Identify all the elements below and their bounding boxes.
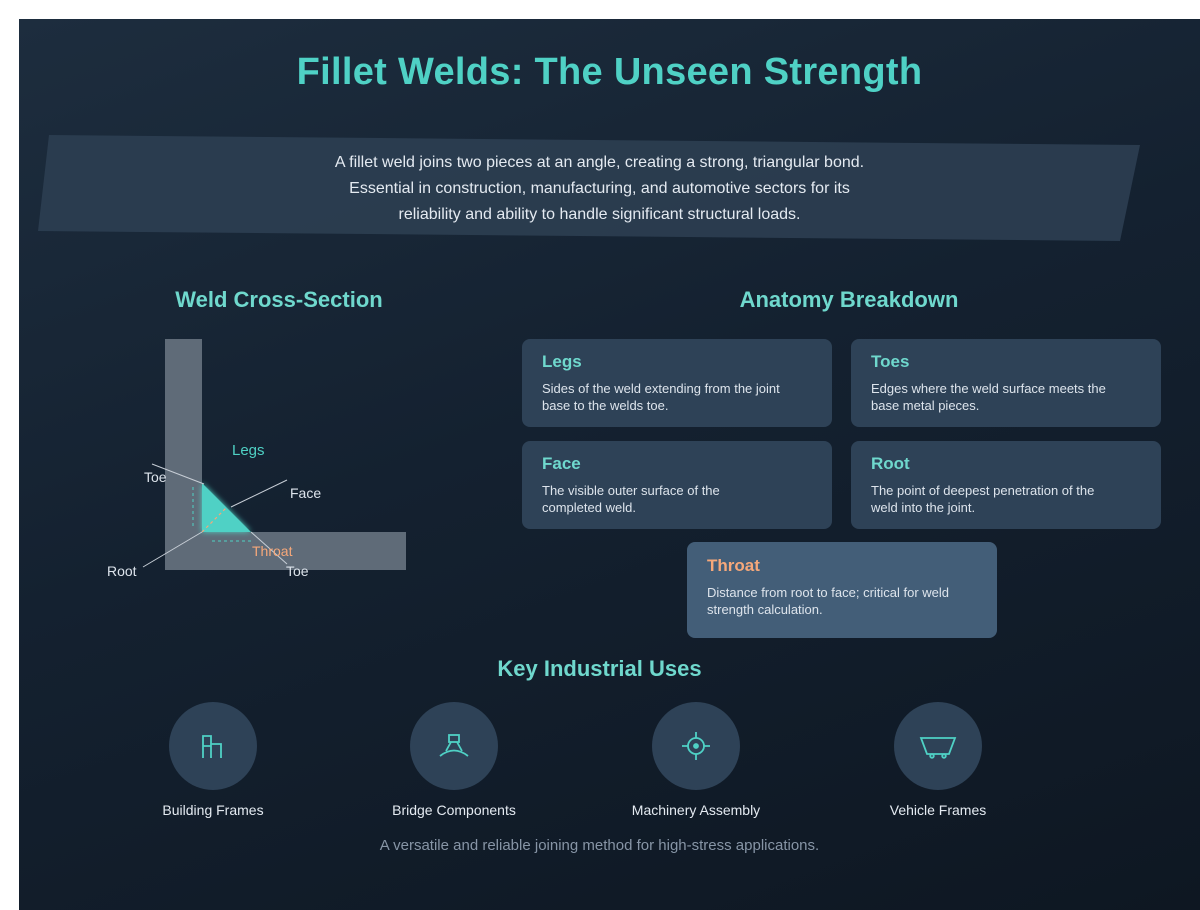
- card-description: The visible outer surface of the complet…: [542, 483, 720, 515]
- face-label: Face: [290, 485, 321, 501]
- toe-top-label: Toe: [144, 469, 167, 485]
- use-icon-circle: [894, 702, 982, 790]
- root-leader: [142, 531, 203, 568]
- anatomy-title: Anatomy Breakdown: [739, 287, 959, 312]
- intro-line: Essential in construction, manufacturing…: [349, 180, 850, 197]
- intro-line: A fillet weld joins two pieces at an ang…: [334, 154, 865, 171]
- use-bridge-components: Bridge Components: [364, 702, 544, 818]
- card-description: The point of deepest penetration of the …: [871, 483, 1095, 515]
- legs-label: Legs: [232, 442, 265, 459]
- use-label: Building Frames: [162, 802, 264, 818]
- industrial-uses: Building Frames Bridge Components Machin…: [19, 702, 1200, 822]
- anatomy-card-throat: Throat Distance from root to face; criti…: [687, 542, 997, 638]
- card-description: Sides of the weld extending from the joi…: [542, 381, 780, 413]
- intro-banner: [38, 135, 1140, 241]
- toe-bottom-label: Toe: [286, 563, 309, 579]
- weld-bead: [202, 483, 251, 532]
- use-label: Bridge Components: [392, 802, 516, 818]
- intro-line: reliability and ability to handle signif…: [398, 206, 801, 223]
- use-label: Machinery Assembly: [631, 802, 761, 818]
- intro-text: A fillet weld joins two pieces at an ang…: [19, 150, 1180, 228]
- building-frame-icon: [202, 735, 222, 758]
- use-building-frames: Building Frames: [123, 702, 303, 818]
- card-title: Throat: [707, 556, 760, 575]
- use-icon-circle: [410, 702, 498, 790]
- crosshair-icon: [682, 732, 710, 760]
- page-title: Fillet Welds: The Unseen Strength: [296, 51, 923, 93]
- anatomy-card-legs: Legs Sides of the weld extending from th…: [522, 339, 832, 427]
- use-vehicle-frames: Vehicle Frames: [848, 702, 1028, 818]
- card-description: Edges where the weld surface meets the b…: [871, 381, 1106, 413]
- toe-bottom-leader: [250, 531, 288, 565]
- horizontal-plate: [165, 532, 406, 570]
- weld-cross-section-diagram: Legs Toe Face Throat Root Toe: [107, 339, 406, 579]
- bridge-icon: [439, 734, 469, 757]
- vertical-plate: [165, 339, 202, 532]
- toe-top-leader: [151, 463, 205, 485]
- card-title: Face: [542, 454, 581, 473]
- cross-section-title: Weld Cross-Section: [175, 287, 383, 312]
- card-title: Root: [871, 454, 910, 473]
- throat-label: Throat: [252, 543, 293, 559]
- vehicle-frame-icon: [919, 737, 957, 759]
- infographic-panel: Fillet Welds: The Unseen Strength A fill…: [19, 19, 1200, 910]
- face-leader: [230, 479, 288, 508]
- use-icon-circle: [652, 702, 740, 790]
- anatomy-card-root: Root The point of deepest penetration of…: [851, 441, 1161, 529]
- card-description: Distance from root to face; critical for…: [707, 585, 950, 617]
- anatomy-card-toes: Toes Edges where the weld surface meets …: [851, 339, 1161, 427]
- use-machinery-assembly: Machinery Assembly: [606, 702, 786, 818]
- use-label: Vehicle Frames: [889, 802, 987, 818]
- card-title: Toes: [871, 352, 910, 371]
- uses-title: Key Industrial Uses: [497, 656, 702, 681]
- root-label: Root: [107, 563, 137, 579]
- use-icon-circle: [169, 702, 257, 790]
- anatomy-card-face: Face The visible outer surface of the co…: [522, 441, 832, 529]
- footer-text: A versatile and reliable joining method …: [379, 837, 820, 854]
- card-title: Legs: [542, 352, 582, 371]
